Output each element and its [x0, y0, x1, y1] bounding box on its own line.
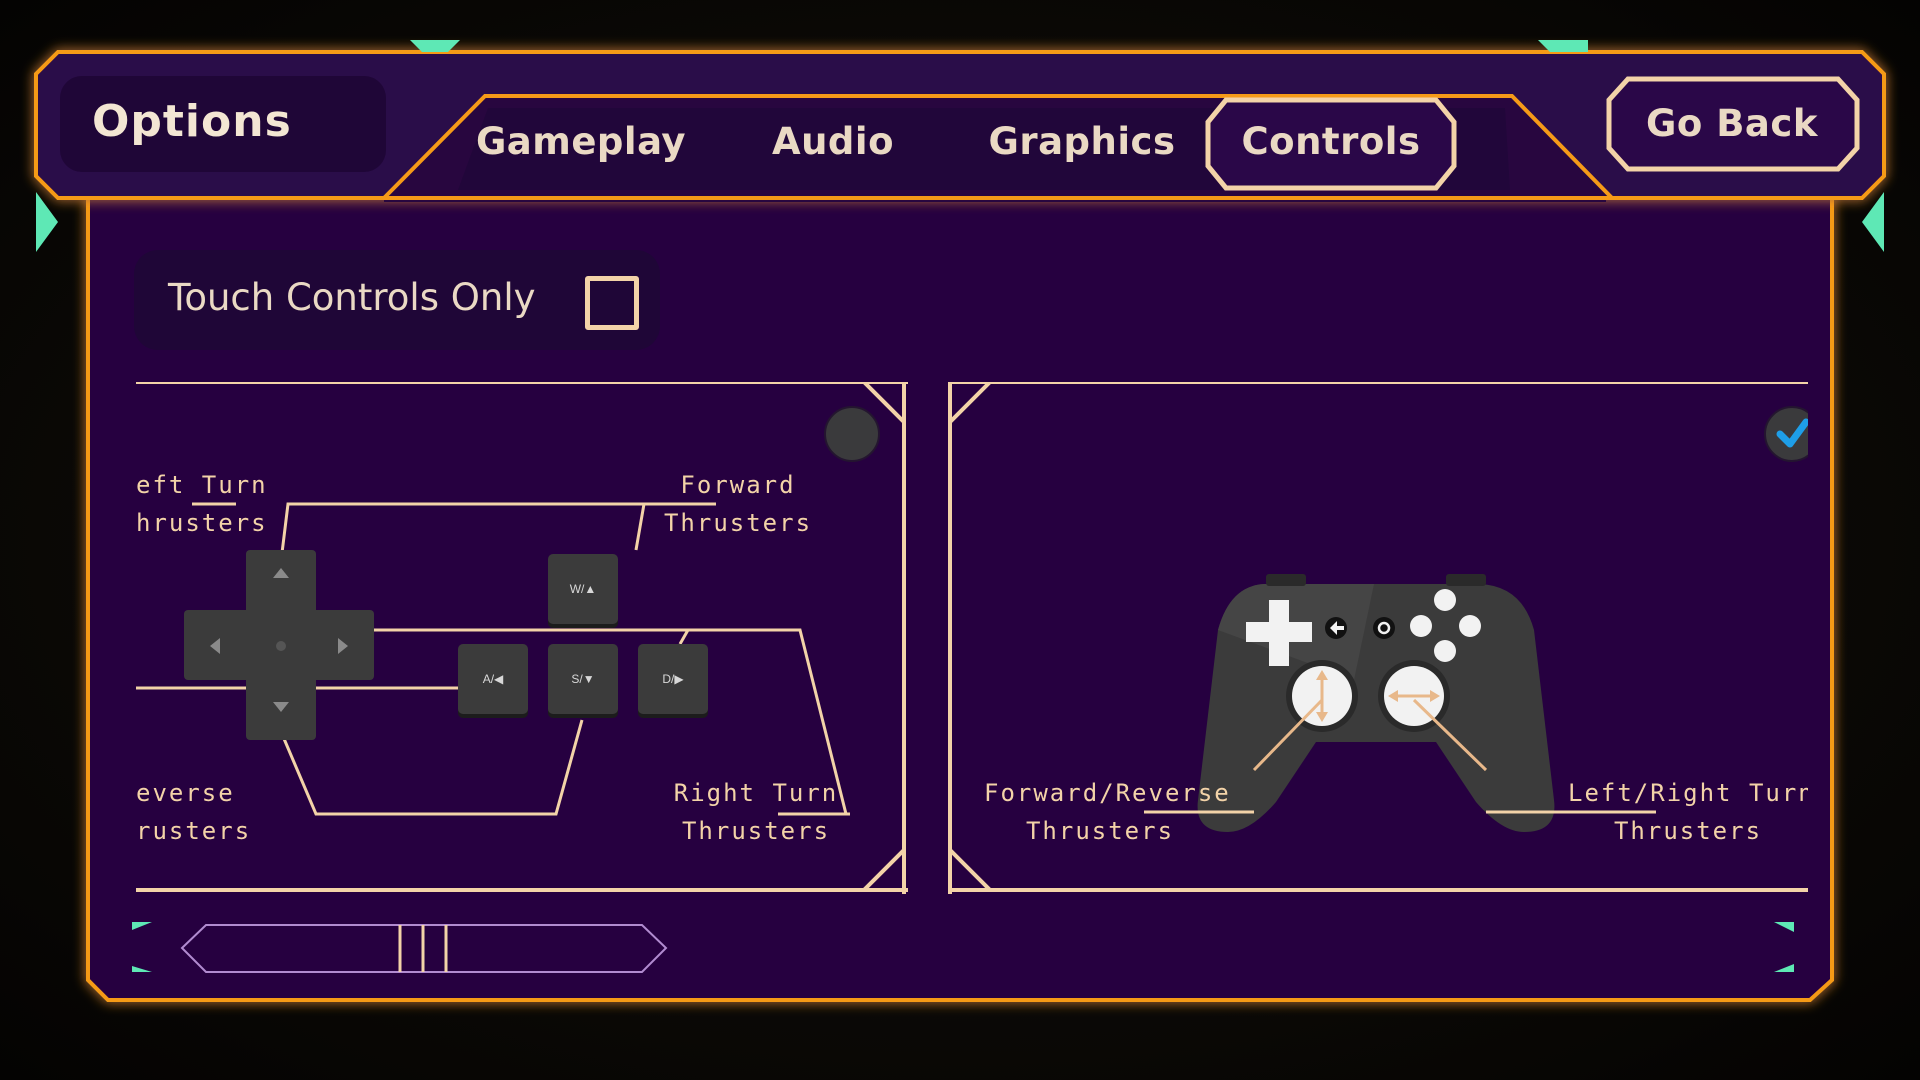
touch-controls-checkbox[interactable] — [585, 276, 639, 330]
forward-label-1: Forward — [680, 471, 796, 499]
forward-reverse-label-2: Thrusters — [1025, 817, 1175, 845]
tab-gameplay[interactable]: Gameplay — [475, 120, 687, 163]
keyboard-panel-lines — [136, 382, 908, 894]
key-d: D/▶ — [638, 644, 708, 714]
touch-controls-label: Touch Controls Only — [168, 276, 536, 319]
key-a: A/◀ — [458, 644, 528, 714]
page-title: Options — [92, 96, 292, 147]
go-back-outline — [1606, 76, 1860, 172]
key-w: W/▲ — [548, 554, 618, 624]
left-turn-label-1: eft Turn — [136, 471, 268, 499]
left-right-turn-label-1: Left/Right Turn — [1568, 779, 1808, 807]
left-turn-label-2: hrusters — [136, 509, 268, 537]
reverse-label-2: rusters — [136, 817, 252, 845]
reverse-label-1: everse — [136, 779, 235, 807]
forward-label-2: Thrusters — [663, 509, 813, 537]
gamepad-scheme-panel[interactable]: Forward/Reverse Thrusters Left/Right Tur… — [948, 382, 1808, 894]
tab-controls[interactable]: Controls — [1241, 120, 1421, 163]
right-turn-label-1: Right Turn — [673, 779, 839, 807]
checkmark-icon — [1776, 418, 1808, 448]
tab-audio[interactable]: Audio — [771, 120, 895, 163]
gamepad-panel-lines — [948, 382, 1808, 894]
keyboard-scheme-panel[interactable]: W/▲ A/◀ S/▼ D/▶ eft Turn hrusters Forwar… — [136, 382, 908, 894]
gamepad-select-radio[interactable] — [1764, 406, 1808, 462]
controls-tab-outline — [1205, 97, 1457, 191]
tab-graphics[interactable]: Graphics — [988, 120, 1176, 163]
forward-reverse-label-1: Forward/Reverse — [984, 779, 1231, 807]
gamepad-illustration — [1197, 574, 1555, 832]
keyboard-select-radio[interactable] — [824, 406, 880, 462]
go-back-button[interactable]: Go Back — [1646, 102, 1818, 145]
right-turn-label-2: Thrusters — [681, 817, 831, 845]
gamepad-leader-lines — [1144, 810, 1656, 814]
left-right-turn-label-2: Thrusters — [1613, 817, 1763, 845]
key-s: S/▼ — [548, 644, 618, 714]
